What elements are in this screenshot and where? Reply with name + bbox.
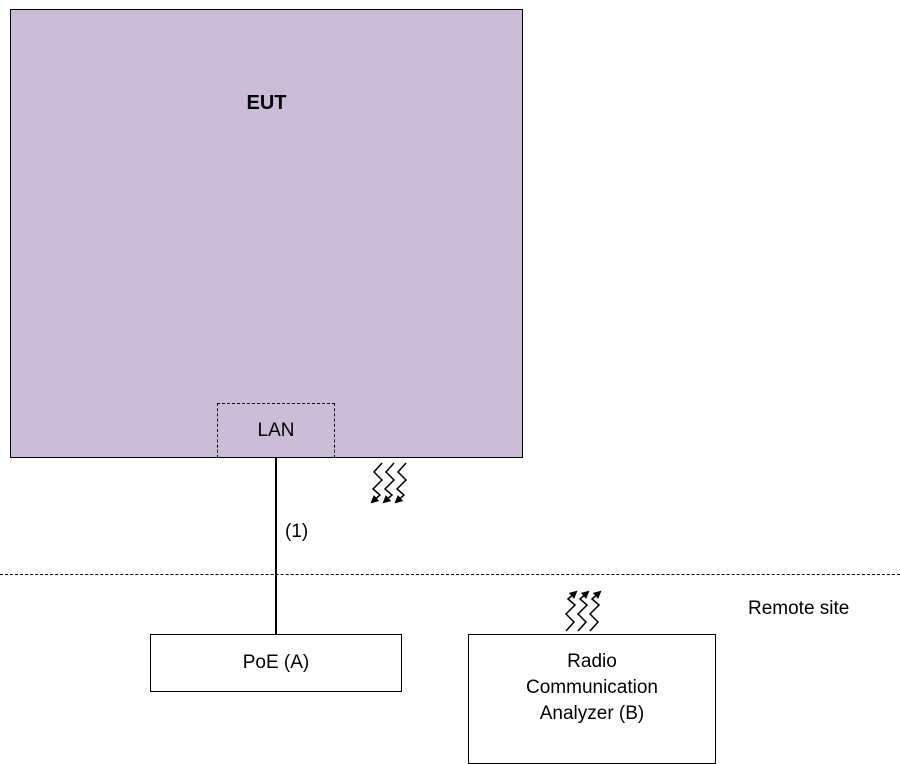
remote-site-label: Remote site bbox=[748, 598, 850, 619]
poe-box: PoE (A) bbox=[150, 634, 402, 692]
site-divider-line bbox=[0, 574, 900, 575]
lan-port-label: LAN bbox=[257, 419, 295, 441]
radio-analyzer-box: Radio Communication Analyzer (B) bbox=[468, 634, 716, 764]
lan-port-box: LAN bbox=[217, 403, 335, 458]
radio-analyzer-label-line: Radio bbox=[567, 651, 617, 672]
cable-line bbox=[275, 458, 277, 635]
rf-emission-up-icon bbox=[564, 590, 602, 632]
poe-label: PoE (A) bbox=[242, 652, 310, 673]
radio-analyzer-label-line: Analyzer (B) bbox=[539, 703, 645, 724]
eut-box bbox=[10, 9, 523, 458]
rf-emission-down-icon bbox=[370, 462, 408, 504]
cable-label: (1) bbox=[285, 521, 309, 542]
eut-title: EUT bbox=[246, 92, 287, 114]
radio-analyzer-label-line: Communication bbox=[526, 677, 658, 698]
